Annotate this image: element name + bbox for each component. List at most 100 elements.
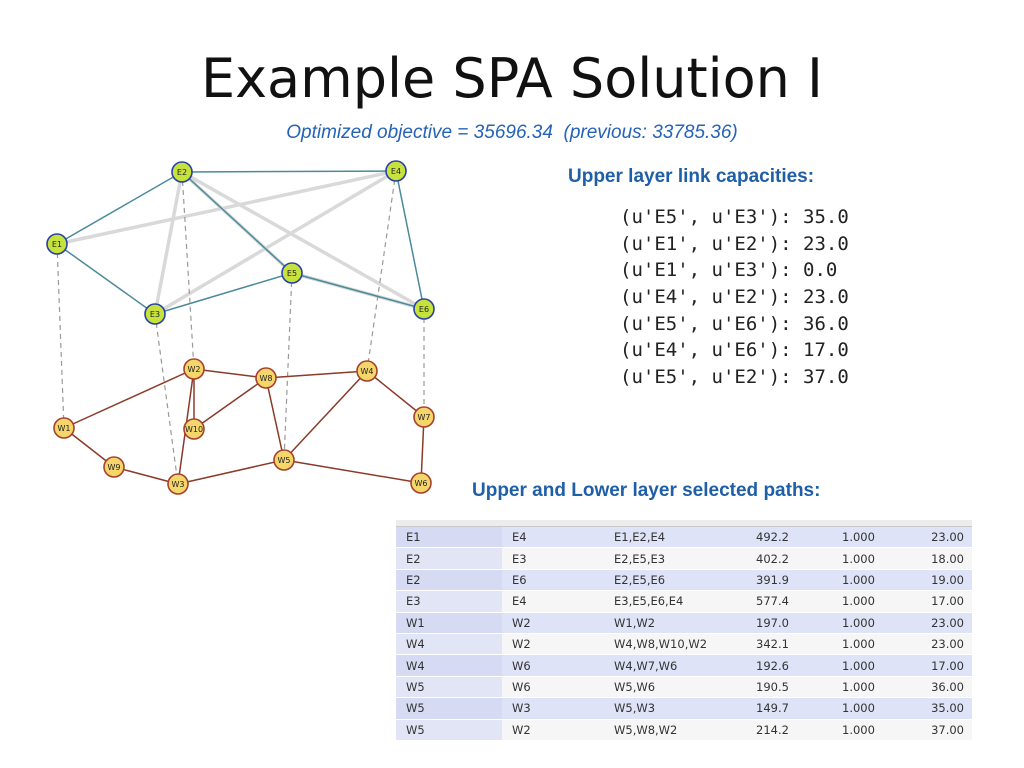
capacity-line: (u'E5', u'E2'): 37.0	[620, 366, 849, 389]
table-cell: W2	[502, 719, 604, 741]
table-cell: W4,W7,W6	[604, 654, 746, 677]
table-cell: E1	[396, 526, 502, 549]
node-label: E3	[150, 310, 160, 319]
table-cell: E2	[396, 547, 502, 570]
capacity-line: (u'E1', u'E3'): 0.0	[620, 259, 838, 282]
node-label: W2	[188, 365, 201, 374]
table-cell: 1.000	[832, 633, 918, 656]
logical-link	[153, 171, 184, 315]
table-cell: 1.000	[832, 612, 918, 634]
upper-link	[395, 170, 425, 310]
node-label: E1	[52, 240, 62, 249]
table-cell: W5	[396, 719, 502, 741]
node-w8[interactable]: W8	[255, 367, 277, 389]
capacities-heading: Upper layer link capacities:	[568, 166, 815, 187]
interlayer-link	[181, 171, 195, 370]
node-label: E6	[419, 305, 429, 314]
table-cell: E4	[502, 590, 604, 613]
node-w10[interactable]: W10	[183, 418, 205, 440]
node-w4[interactable]: W4	[356, 360, 378, 382]
table-header-strip	[396, 520, 972, 527]
table-cell: 402.2	[746, 547, 832, 570]
table-cell: 35.00	[918, 697, 972, 720]
node-circle	[183, 358, 205, 380]
upper-link	[181, 170, 397, 173]
objective-subtitle: Optimized objective = 35696.34 (previous…	[286, 122, 738, 143]
table-cell: W4,W8,W10,W2	[604, 633, 746, 656]
lower-link	[193, 377, 267, 430]
table-cell: W4	[396, 633, 502, 656]
node-circle	[281, 262, 303, 284]
lower-link	[420, 416, 425, 484]
table-cell: 1.000	[832, 547, 918, 570]
table-cell: 1.000	[832, 654, 918, 677]
node-circle	[144, 303, 166, 325]
node-circle	[413, 406, 435, 428]
node-label: E4	[391, 167, 401, 176]
node-w3[interactable]: W3	[167, 473, 189, 495]
paths-heading: Upper and Lower layer selected paths:	[472, 480, 821, 501]
node-w5[interactable]: W5	[273, 449, 295, 471]
table-cell: 36.00	[918, 676, 972, 699]
lower-link	[63, 368, 195, 429]
node-circle	[273, 449, 295, 471]
table-cell: 1.000	[832, 590, 918, 613]
table-cell: 190.5	[746, 676, 832, 699]
table-cell: W2	[502, 612, 604, 634]
table-cell: E2,E5,E6	[604, 569, 746, 592]
node-label: W8	[260, 374, 273, 383]
lower-link	[283, 459, 422, 484]
node-label: W6	[415, 479, 428, 488]
interlayer-link	[154, 313, 179, 485]
table-cell: 23.00	[918, 526, 972, 549]
node-e1[interactable]: E1	[46, 233, 68, 255]
upper-link	[56, 171, 183, 245]
node-w6[interactable]: W6	[410, 472, 432, 494]
node-e5[interactable]: E5	[281, 262, 303, 284]
table-cell: W6	[502, 654, 604, 677]
node-label: W3	[172, 480, 185, 489]
table-cell: E1,E2,E4	[604, 526, 746, 549]
node-label: E5	[287, 269, 297, 278]
capacity-line: (u'E1', u'E2'): 23.0	[620, 232, 849, 255]
node-e4[interactable]: E4	[385, 160, 407, 182]
table-cell: W4	[396, 654, 502, 677]
interlayer-links	[56, 170, 425, 485]
table-cell: E2,E5,E3	[604, 547, 746, 570]
node-label: W10	[185, 425, 203, 434]
node-e6[interactable]: E6	[413, 298, 435, 320]
lower-link	[366, 370, 425, 418]
table-cell: 19.00	[918, 569, 972, 592]
node-circle	[167, 473, 189, 495]
node-w1[interactable]: W1	[53, 417, 75, 439]
upper-link	[56, 243, 156, 315]
node-e3[interactable]: E3	[144, 303, 166, 325]
node-circle	[103, 456, 125, 478]
node-w2[interactable]: W2	[183, 358, 205, 380]
capacity-line: (u'E4', u'E6'): 17.0	[620, 339, 849, 362]
node-w9[interactable]: W9	[103, 456, 125, 478]
node-w7[interactable]: W7	[413, 406, 435, 428]
upper-physical-links	[56, 170, 425, 315]
table-cell: 23.00	[918, 633, 972, 656]
table-cell: 17.00	[918, 590, 972, 613]
node-e2[interactable]: E2	[171, 161, 193, 183]
node-circle	[385, 160, 407, 182]
table-cell: 1.000	[832, 676, 918, 699]
table-cell: E3,E5,E6,E4	[604, 590, 746, 613]
table-cell: 1.000	[832, 526, 918, 549]
table-cell: W1,W2	[604, 612, 746, 634]
table-cell: 197.0	[746, 612, 832, 634]
